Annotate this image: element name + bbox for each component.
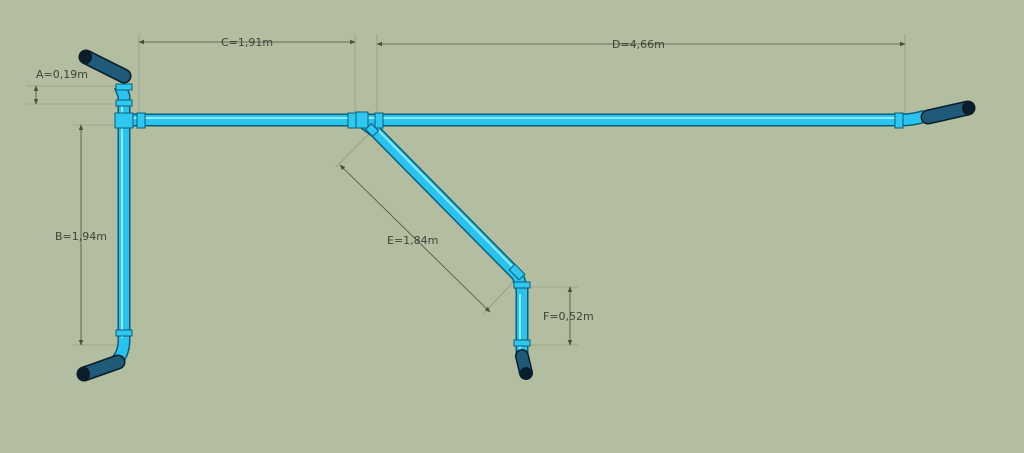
dimension-e-label: E=1,84m	[387, 234, 438, 247]
pipe-fittings	[114, 83, 904, 347]
end-cap-bottom-branch	[515, 349, 533, 380]
end-cap-right	[920, 100, 976, 125]
dimension-f-label: F=0,52m	[543, 310, 594, 323]
end-cap-bottom-left	[76, 354, 126, 382]
end-cap-top-left	[78, 49, 132, 84]
dimension-lines	[26, 34, 906, 346]
dimension-d-label: D=4,66m	[612, 38, 665, 51]
dimension-b-label: B=1,94m	[55, 230, 107, 243]
dimension-labels: A=0,19m B=1,94m C=1,91m D=4,66m E=1,84m …	[36, 36, 665, 323]
dimension-c-label: C=1,91m	[221, 36, 273, 49]
dimension-a-label: A=0,19m	[36, 68, 88, 81]
dimension-e-line	[339, 164, 491, 313]
end-caps	[76, 49, 976, 382]
